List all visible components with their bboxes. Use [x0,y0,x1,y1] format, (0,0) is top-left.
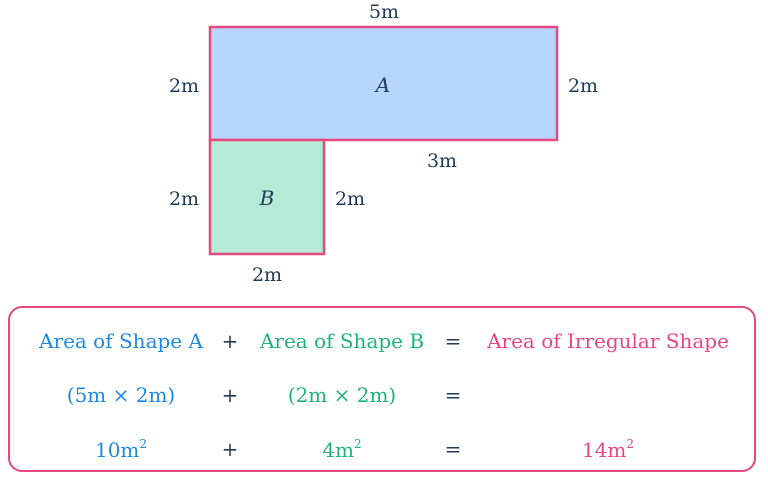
shape-a-area-value: 10m [94,438,140,462]
shape-a-right-label: 2m [568,75,598,97]
shape-a-area-exponent: 2 [139,437,148,451]
shape-b-left-label: 2m [169,188,199,210]
shape-a-rect [208,25,559,142]
shape-a-top-label: 5m [369,1,399,23]
shape-b-right-label: 2m [335,188,365,210]
total-area-exponent: 2 [626,437,635,451]
shape-a-product: (5m × 2m) [66,383,176,407]
shape-b-bottom-label: 2m [252,264,282,286]
shape-a-bottom-label: 3m [427,150,457,172]
equation-box [8,306,756,472]
total-area-value: 14m [581,438,627,462]
shape-b-area-value: 4m [322,438,355,462]
shape-a-left-label: 2m [169,75,199,97]
shape-b-product: (2m × 2m) [287,383,397,407]
irregular-shape-diagram: 5m 2m 2m 3m A 2m 2m 2m B [169,1,598,286]
area-shape-a-text: Area of Shape A [39,329,203,353]
area-shape-b-text: Area of Shape B [259,329,425,353]
shape-a-area-result: 10m2 [95,437,147,462]
shape-b-name: B [259,186,275,210]
shape-b-rect [208,138,326,256]
plus-sign: + [221,437,239,461]
equals-sign: = [444,329,462,353]
plus-sign: + [221,329,239,353]
plus-sign: + [221,383,239,407]
shape-b-area-exponent: 2 [354,437,362,451]
shape-a-name: A [374,73,390,97]
total-area-result: 14m2 [582,437,634,462]
equals-sign: = [444,383,462,407]
equals-sign: = [444,437,462,461]
area-irregular-shape-text: Area of Irregular Shape [487,329,729,353]
shape-b-area-result: 4m2 [322,437,361,462]
